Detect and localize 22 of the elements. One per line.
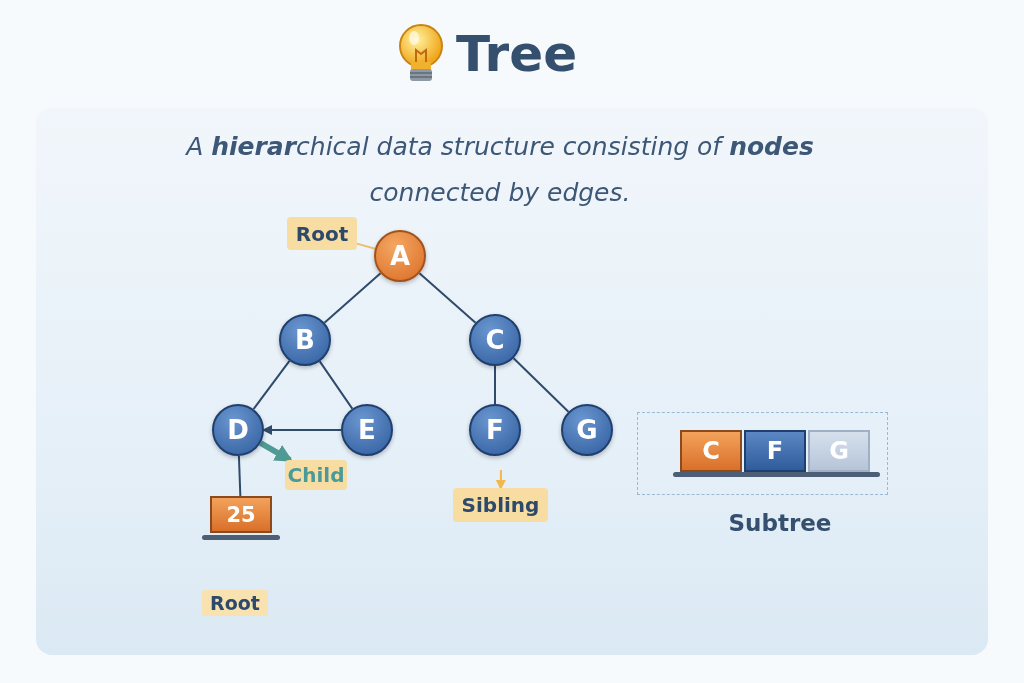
label-tag: Root [287, 217, 357, 250]
tree-edge [494, 365, 496, 405]
subtree-label: Subtree [727, 510, 833, 536]
tree-edge [237, 455, 242, 497]
tree-edge [318, 360, 354, 410]
label-tag: Sibling [453, 488, 548, 522]
tree-edge [252, 359, 291, 411]
label-tag: Root [202, 590, 268, 616]
description-text: A hierarchical data structure consisting of nodes connected by edges. [184, 131, 815, 209]
arrow [259, 440, 294, 463]
label-tag: Child [285, 460, 347, 490]
title: Tree [456, 24, 578, 85]
leader-line [356, 242, 376, 250]
value-box: 25 [210, 496, 272, 533]
tree-edge [323, 272, 382, 324]
tree-edge [418, 272, 477, 324]
arrow [262, 425, 342, 435]
arrow [495, 469, 506, 490]
subtree-block: F [744, 430, 806, 472]
tree-edge [512, 357, 570, 413]
subtree-block: G [808, 430, 870, 472]
subtree-block: C [680, 430, 742, 472]
